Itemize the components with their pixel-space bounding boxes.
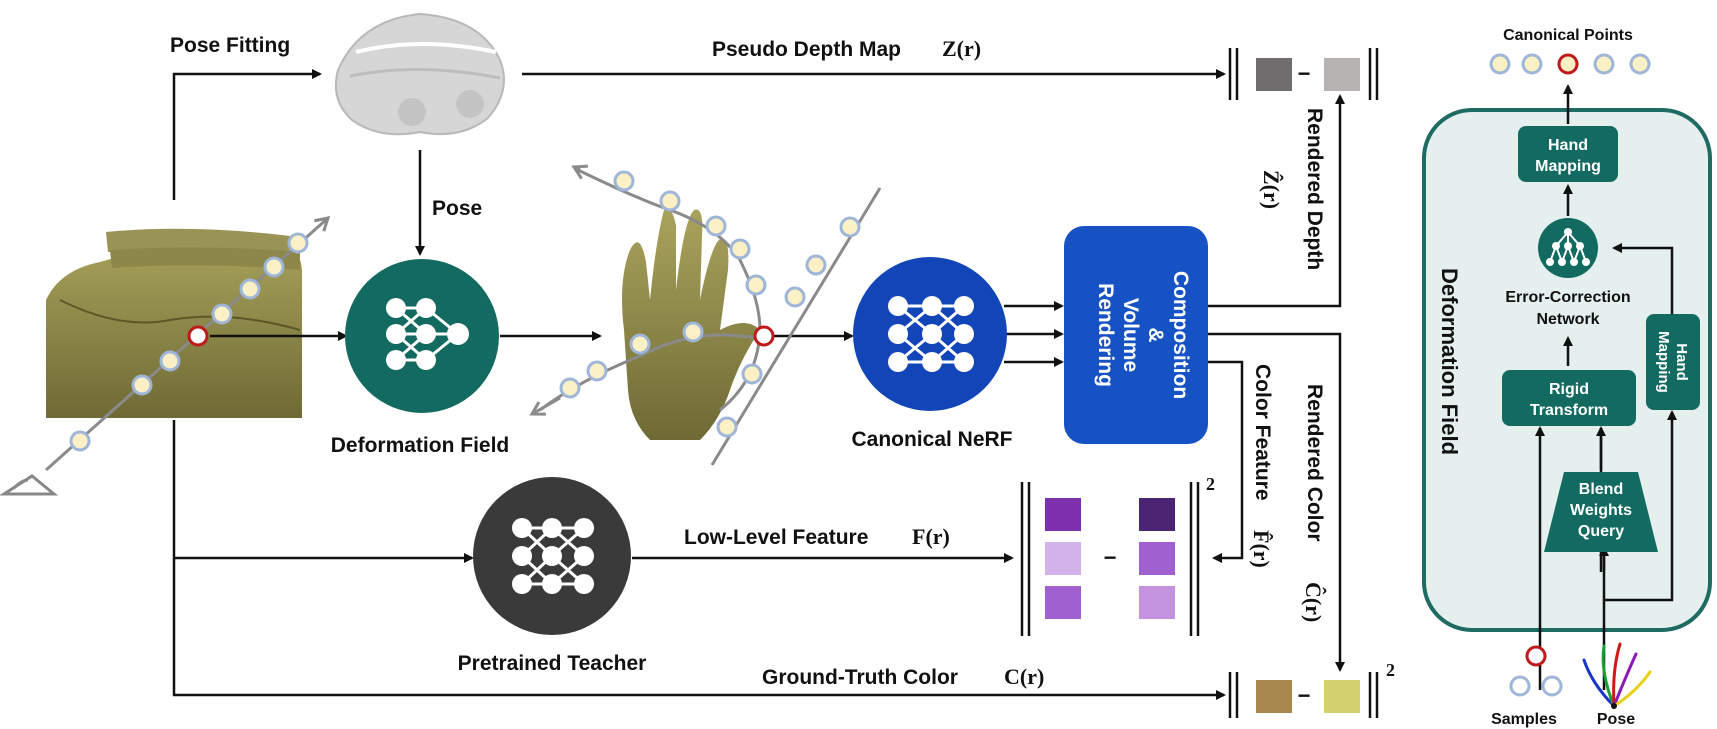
panel-title: Deformation Field <box>1437 268 1462 455</box>
canonical-samples <box>559 170 861 438</box>
label-low-level-feature-sym: F(r) <box>912 524 950 549</box>
svg-text:Hand: Hand <box>1673 343 1690 381</box>
depth-loss: − <box>1228 48 1379 100</box>
rigid-transform-box <box>1502 370 1636 426</box>
deformation-field-node <box>345 259 499 413</box>
label-ground-truth-sym: C(r) <box>1004 664 1044 689</box>
label-color-feature: Color Feature <box>1251 364 1274 501</box>
feature-loss: − 2 <box>1020 474 1215 636</box>
svg-text:Rendering: Rendering <box>1094 283 1117 387</box>
label-low-level-feature: Low-Level Feature <box>684 526 868 549</box>
label-canonical-nerf: Canonical NeRF <box>851 428 1012 451</box>
svg-text:Composition: Composition <box>1169 271 1192 399</box>
canonical-highlight-sample <box>753 325 775 347</box>
pretrained-teacher-node <box>473 477 631 635</box>
svg-text:&: & <box>1144 327 1167 342</box>
label-samples: Samples <box>1491 711 1557 728</box>
label-color-feature-sym: F̂(r) <box>1249 530 1274 568</box>
svg-text:−: − <box>1298 61 1311 86</box>
fitted-mesh-image <box>334 12 505 136</box>
label-pseudo-depth: Pseudo Depth Map <box>712 38 901 61</box>
canonical-hand-image <box>614 200 768 442</box>
svg-text:−: − <box>1298 683 1311 708</box>
svg-text:Ĉ(r): Ĉ(r) <box>1301 582 1326 622</box>
canonical-ray-1-head <box>571 164 588 180</box>
arrow-pose-fitting <box>172 69 322 200</box>
svg-text:Rendered Depth: Rendered Depth <box>1303 108 1326 270</box>
highlight-sample <box>187 325 209 347</box>
error-correction-icon <box>1538 218 1598 278</box>
hand-mapping-top-box <box>1518 126 1618 182</box>
label-pose-fitting: Pose Fitting <box>170 34 290 57</box>
arrow-color-feature <box>1208 360 1244 563</box>
pose-skeleton-icon <box>1582 642 1652 709</box>
color-loss: − 2 <box>1228 660 1395 718</box>
svg-text:Blend: Blend <box>1579 481 1623 498</box>
label-pose-input: Pose <box>1597 711 1635 728</box>
svg-text:Hand: Hand <box>1548 137 1588 154</box>
label-rendered-color-sym: Ĉ(r) <box>1301 582 1326 622</box>
svg-text:Query: Query <box>1578 523 1624 540</box>
svg-text:2: 2 <box>1206 474 1215 494</box>
svg-text:F̂(r): F̂(r) <box>1249 530 1274 568</box>
canonical-ray-3 <box>539 333 769 412</box>
svg-text:Rendered Color: Rendered Color <box>1303 384 1326 542</box>
hand-mapping-side-box <box>1646 314 1700 410</box>
canonical-ray-1 <box>577 168 762 412</box>
deformation-field-panel: Deformation Field Canonical Points Hand <box>1422 27 1712 690</box>
label-rendered-color: Rendered Color <box>1303 384 1326 542</box>
svg-text:Transform: Transform <box>1530 402 1608 419</box>
input-ray-samples <box>69 232 309 452</box>
svg-text:Ẑ(r): Ẑ(r) <box>1259 170 1284 209</box>
samples-icon <box>1509 645 1563 697</box>
canonical-ray-3-head <box>529 396 561 416</box>
label-rendered-depth: Rendered Depth <box>1303 108 1326 270</box>
canonical-points <box>1489 53 1651 75</box>
label-pseudo-depth-sym: Z(r) <box>942 36 981 61</box>
composition-box <box>1064 226 1208 444</box>
arrow-rendered-depth <box>1208 94 1345 308</box>
svg-text:−: − <box>1104 545 1117 570</box>
label-error-correction-2: Network <box>1536 311 1599 328</box>
svg-text:Weights: Weights <box>1570 502 1632 519</box>
svg-text:2: 2 <box>1386 660 1395 680</box>
input-hand-image <box>46 228 302 418</box>
label-canonical-points: Canonical Points <box>1503 27 1633 44</box>
label-deformation-field: Deformation Field <box>331 434 510 457</box>
arrow-rendered-color <box>1208 332 1345 672</box>
composition-label: Composition & Volume Rendering <box>1094 271 1192 399</box>
camera-icon <box>0 474 59 496</box>
label-error-correction-1: Error-Correction <box>1505 289 1630 306</box>
svg-text:Rigid: Rigid <box>1549 381 1589 398</box>
label-rendered-depth-sym: Ẑ(r) <box>1259 170 1284 209</box>
canonical-nerf-node <box>853 257 1007 411</box>
arrow-ground-truth <box>172 420 1226 700</box>
label-pretrained-teacher: Pretrained Teacher <box>458 652 647 675</box>
label-pose: Pose <box>432 197 482 220</box>
label-ground-truth: Ground-Truth Color <box>762 666 958 689</box>
blend-weights-box <box>1544 472 1658 552</box>
svg-text:Color Feature: Color Feature <box>1251 364 1274 501</box>
svg-text:Mapping: Mapping <box>1655 331 1672 393</box>
svg-text:Volume: Volume <box>1119 298 1142 372</box>
svg-text:Mapping: Mapping <box>1535 158 1601 175</box>
